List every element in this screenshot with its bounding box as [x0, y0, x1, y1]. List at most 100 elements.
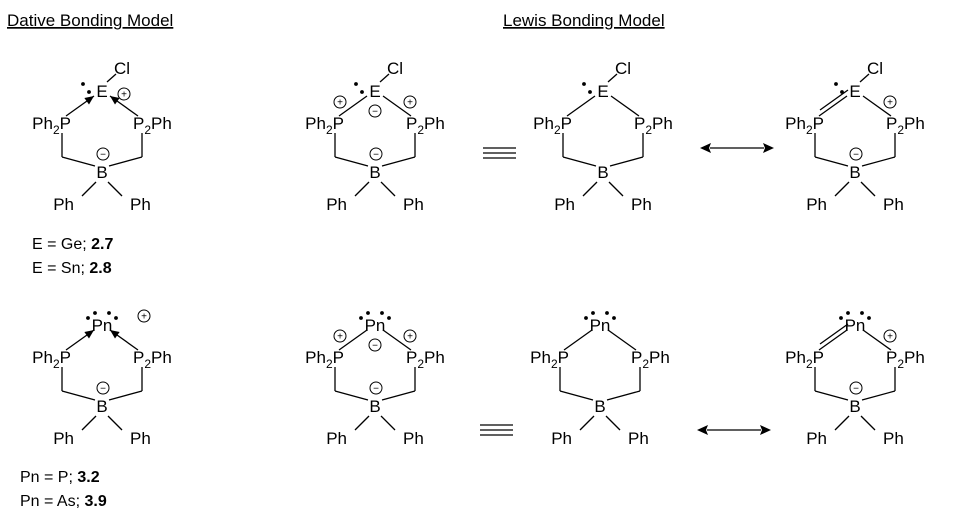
svg-text:−: −	[373, 150, 379, 161]
borate-minus-charge: −	[96, 147, 110, 161]
equivalence-symbol	[483, 147, 516, 159]
boron-atom: B	[96, 397, 107, 416]
svg-text:+: +	[407, 98, 413, 109]
central-atom: Pn	[92, 316, 113, 335]
central-atom: E	[849, 82, 860, 101]
caption-as: Pn = As; 3.9	[20, 493, 107, 510]
phenyl-right: Ph	[631, 195, 652, 214]
boron-atom: B	[96, 163, 107, 182]
pph2-group: P2Ph	[886, 114, 925, 137]
phenyl-right: Ph	[130, 195, 151, 214]
phosphonium-plus-charge: +	[333, 329, 347, 343]
phenyl-left: Ph	[806, 195, 827, 214]
phenyl-left: Ph	[53, 195, 74, 214]
borate-minus-charge: −	[369, 381, 383, 395]
boron-atom: B	[369, 163, 380, 182]
central-atom: E	[369, 82, 380, 101]
phenyl-right: Ph	[883, 429, 904, 448]
phosphonium-plus-charge: +	[883, 329, 897, 343]
cation-plus-charge: +	[137, 309, 151, 323]
central-atom: E	[597, 82, 608, 101]
phenyl-left: Ph	[551, 429, 572, 448]
svg-text:+: +	[141, 312, 147, 323]
central-atom: Pn	[845, 316, 866, 335]
svg-text:+: +	[887, 332, 893, 343]
borate-minus-charge: −	[96, 381, 110, 395]
ph2p-group: Ph2P	[32, 114, 71, 137]
ph2p-group: Ph2P	[530, 348, 569, 371]
boron-atom: B	[849, 163, 860, 182]
central-minus-charge: −	[368, 338, 382, 352]
caption-ge: E = Ge; 2.7	[32, 236, 113, 253]
pph2-group: P2Ph	[631, 348, 670, 371]
phosphonium-plus-charge: +	[883, 95, 897, 109]
phenyl-left: Ph	[53, 429, 74, 448]
svg-text:−: −	[100, 384, 106, 395]
svg-text:+: +	[121, 90, 127, 101]
ph2p-group: Ph2P	[533, 114, 572, 137]
borate-minus-charge: −	[849, 147, 863, 161]
svg-text:+: +	[337, 332, 343, 343]
phenyl-right: Ph	[628, 429, 649, 448]
phenyl-right: Ph	[403, 195, 424, 214]
equivalence-symbol	[480, 424, 513, 436]
pph2-group: P2Ph	[406, 348, 445, 371]
ph2p-group: Ph2P	[305, 348, 344, 371]
phenyl-left: Ph	[554, 195, 575, 214]
phenyl-left: Ph	[806, 429, 827, 448]
central-atom: Pn	[590, 316, 611, 335]
phosphonium-plus-charge: +	[333, 95, 347, 109]
ph2p-group: Ph2P	[785, 348, 824, 371]
chlorine-atom: Cl	[867, 59, 883, 78]
phenyl-right: Ph	[403, 429, 424, 448]
caption-sn: E = Sn; 2.8	[32, 260, 112, 277]
svg-text:+: +	[407, 332, 413, 343]
svg-text:+: +	[887, 98, 893, 109]
svg-text:−: −	[373, 384, 379, 395]
cation-plus-charge: +	[117, 87, 131, 101]
central-atom: Pn	[365, 316, 386, 335]
svg-text:−: −	[100, 150, 106, 161]
boron-atom: B	[597, 163, 608, 182]
boron-atom: B	[369, 397, 380, 416]
boron-atom: B	[849, 397, 860, 416]
phosphonium-plus-charge: +	[403, 95, 417, 109]
svg-text:−: −	[853, 150, 859, 161]
phenyl-right: Ph	[883, 195, 904, 214]
heading-dative: Dative Bonding Model	[7, 11, 173, 30]
phosphonium-plus-charge: +	[403, 329, 417, 343]
pph2-group: P2Ph	[886, 348, 925, 371]
phenyl-left: Ph	[326, 429, 347, 448]
central-atom: E	[96, 82, 107, 101]
resonance-arrow	[697, 425, 771, 435]
ph2p-group: Ph2P	[305, 114, 344, 137]
borate-minus-charge: −	[849, 381, 863, 395]
svg-text:+: +	[337, 98, 343, 109]
svg-text:−: −	[853, 384, 859, 395]
svg-text:−: −	[372, 341, 378, 352]
caption-p: Pn = P; 3.2	[20, 469, 100, 486]
ph2p-group: Ph2P	[32, 348, 71, 371]
pph2-group: P2Ph	[634, 114, 673, 137]
central-minus-charge: −	[368, 104, 382, 118]
svg-text:−: −	[372, 107, 378, 118]
pph2-group: P2Ph	[133, 348, 172, 371]
phenyl-right: Ph	[130, 429, 151, 448]
pph2-group: P2Ph	[406, 114, 445, 137]
phenyl-left: Ph	[326, 195, 347, 214]
chlorine-atom: Cl	[387, 59, 403, 78]
chlorine-atom: Cl	[615, 59, 631, 78]
boron-atom: B	[594, 397, 605, 416]
resonance-arrow	[700, 143, 774, 153]
pph2-group: P2Ph	[133, 114, 172, 137]
chlorine-atom: Cl	[114, 59, 130, 78]
ph2p-group: Ph2P	[785, 114, 824, 137]
